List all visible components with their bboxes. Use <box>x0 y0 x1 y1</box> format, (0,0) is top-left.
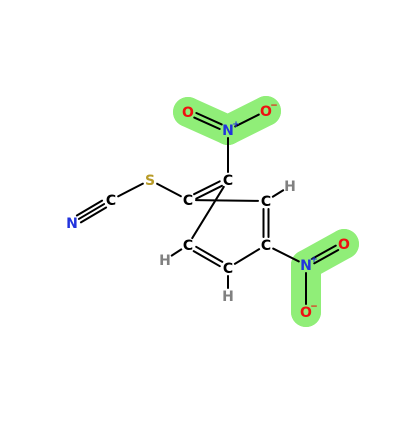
bond-c6-h-c6 <box>170 248 183 257</box>
atom-label: C <box>183 193 193 209</box>
charge-label: − <box>270 101 278 111</box>
atom-o-top-left: O <box>181 105 195 121</box>
atom-o-right: O <box>337 237 351 253</box>
atom-label: H <box>159 253 171 269</box>
bond-c5-c6 <box>192 245 224 268</box>
atom-h-c6: H <box>158 253 172 269</box>
bond-n-right-o-right <box>310 244 340 265</box>
bond-n-top-o-top-left <box>193 112 223 130</box>
atom-c-cn: C <box>104 193 118 209</box>
atom-o-bottom: O− <box>299 302 318 321</box>
atom-label: C <box>261 194 271 210</box>
bond-c1-c2 <box>193 180 223 200</box>
atom-h-c5: H <box>221 289 235 305</box>
charge-label: − <box>310 302 318 312</box>
atom-label: C <box>183 238 193 254</box>
atom-o-top-right: O− <box>259 101 278 120</box>
atom-label: O <box>338 237 350 253</box>
atom-c2: C <box>181 193 195 209</box>
bond-c4-n-right <box>272 247 300 263</box>
atom-label: C <box>261 238 271 254</box>
atom-label: H <box>284 179 296 195</box>
bond-c-cn-n-cn <box>75 199 108 224</box>
bond-c3-h-c3 <box>271 189 285 198</box>
atom-label: H <box>222 289 234 305</box>
atom-c4: C <box>259 238 273 254</box>
atom-c1: C <box>221 173 235 189</box>
atom-label: N <box>222 123 234 139</box>
bond-c2-s <box>156 182 182 198</box>
atom-label: S <box>145 173 155 189</box>
atom-s: S <box>143 173 157 189</box>
atom-label: O <box>260 104 272 120</box>
atom-label: C <box>223 173 233 189</box>
bond-n-top-o-top-right <box>234 113 260 128</box>
atom-n-right: N+ <box>299 255 318 274</box>
atom-label: O <box>300 305 312 321</box>
bond-c4-c5 <box>233 248 261 265</box>
bond-c6-c1 <box>191 185 225 240</box>
atom-c6: C <box>181 238 195 254</box>
charge-label: + <box>310 255 318 265</box>
highlight-layer <box>173 96 359 327</box>
charge-label: + <box>232 120 240 130</box>
atom-c3: C <box>259 194 273 210</box>
atom-label: O <box>182 105 194 121</box>
atom-n-top: N+ <box>221 120 240 139</box>
atom-n-cn: N <box>65 216 79 232</box>
bond-c2-c3 <box>194 199 260 202</box>
bond-layer <box>75 112 340 305</box>
atom-label: C <box>106 193 116 209</box>
atom-label: N <box>300 258 312 274</box>
bond-s-c-cn <box>117 182 144 198</box>
atom-label: N <box>66 216 78 232</box>
atom-c5: C <box>221 261 235 277</box>
atom-label: C <box>223 261 233 277</box>
atom-h-c3: H <box>283 179 297 195</box>
bond-c3-c4 <box>262 208 270 238</box>
